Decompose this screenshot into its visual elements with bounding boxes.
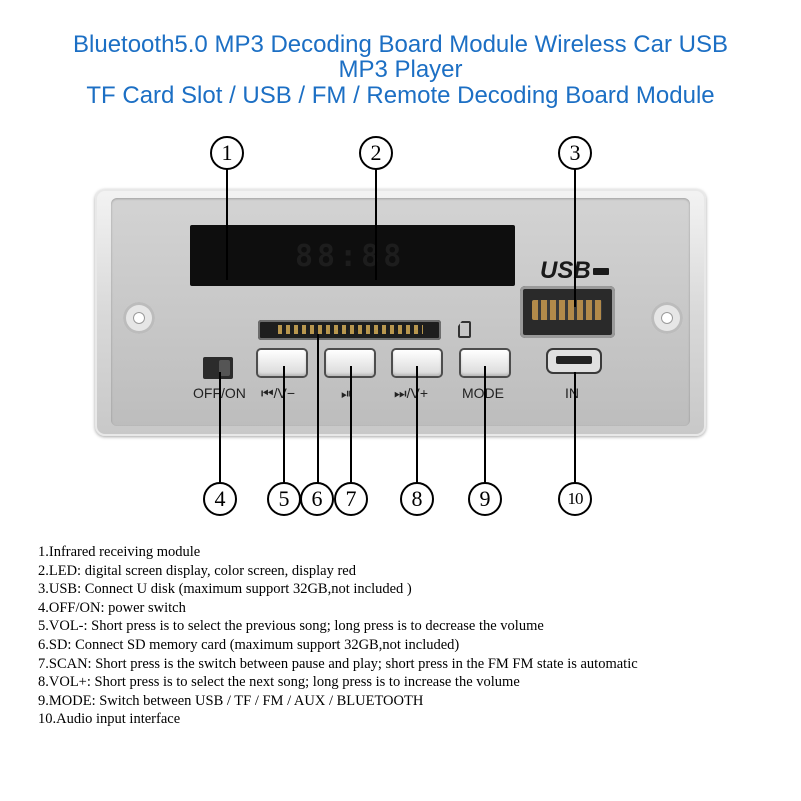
prev-vol-down-button[interactable]	[258, 350, 306, 376]
prev-label: ⏮/V−	[261, 385, 296, 401]
mounting-hole-right	[651, 302, 683, 334]
usb-logo: USB	[540, 257, 609, 285]
leader-line-2	[375, 167, 377, 280]
in-label: IN	[565, 385, 579, 401]
sd-card-icon	[458, 321, 471, 338]
callout-5: 5	[267, 482, 301, 516]
mini-usb-input-port[interactable]	[548, 350, 600, 372]
mode-label: MODE	[462, 385, 504, 401]
title-line-2: MP3 Player	[338, 56, 463, 83]
callout-9: 9	[468, 482, 502, 516]
callout-6: 6	[300, 482, 334, 516]
leader-line-9	[484, 366, 486, 483]
callout-3: 3	[558, 136, 592, 170]
description-item-2: 2.LED: digital screen display, color scr…	[38, 562, 356, 579]
mounting-hole-left	[123, 302, 155, 334]
next-label: ⏭/V+	[394, 385, 429, 401]
callout-1: 1	[210, 136, 244, 170]
description-item-10: 10.Audio input interface	[38, 711, 181, 728]
usb-port[interactable]	[520, 286, 615, 338]
title-line-1: Bluetooth5.0 MP3 Decoding Board Module W…	[73, 31, 728, 58]
callout-10: 10	[558, 482, 592, 516]
play-label: ⏯	[341, 385, 353, 401]
description-item-7: 7.SCAN: Short press is the switch betwee…	[38, 655, 638, 672]
leader-line-1	[226, 167, 228, 280]
title-line-3: TF Card Slot / USB / FM / Remote Decodin…	[86, 82, 715, 109]
leader-line-10	[574, 372, 576, 483]
leader-line-3	[574, 167, 576, 307]
description-item-4: 4.OFF/ON: power switch	[38, 599, 186, 616]
power-switch[interactable]	[203, 357, 233, 379]
description-item-5: 5.VOL-: Short press is to select the pre…	[38, 618, 544, 635]
description-item-3: 3.USB: Connect U disk (maximum support 3…	[38, 581, 412, 598]
feature-description-list: 1.Infrared receiving module 2.LED: digit…	[38, 543, 768, 729]
sd-card-slot[interactable]	[258, 320, 441, 340]
callout-2: 2	[359, 136, 393, 170]
leader-line-8	[416, 366, 418, 483]
callout-7: 7	[334, 482, 368, 516]
leader-line-4	[219, 372, 221, 483]
led-display: 88:88	[190, 225, 515, 286]
callout-8: 8	[400, 482, 434, 516]
description-item-9: 9.MODE: Switch between USB / TF / FM / A…	[38, 692, 424, 709]
leader-line-6	[317, 334, 319, 483]
display-digits: 88:88	[295, 239, 406, 274]
description-item-8: 8.VOL+: Short press is to select the nex…	[38, 674, 520, 691]
callout-4: 4	[203, 482, 237, 516]
leader-line-5	[283, 366, 285, 483]
description-item-1: 1.Infrared receiving module	[38, 544, 201, 560]
description-item-6: 6.SD: Connect SD memory card (maximum su…	[38, 636, 460, 653]
leader-line-7	[350, 366, 352, 483]
